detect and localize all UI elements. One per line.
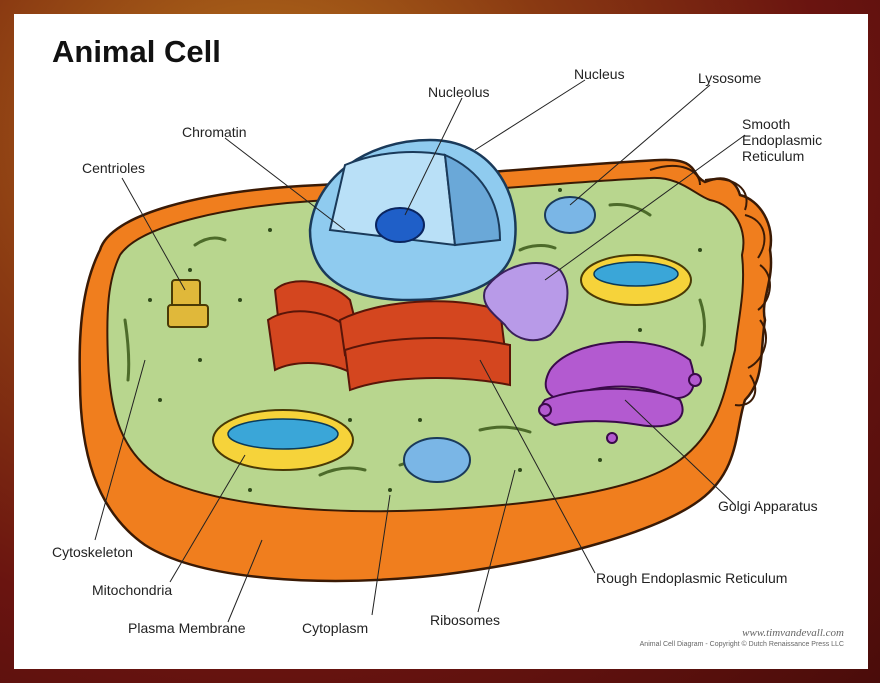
label-nucleolus: Nucleolus (428, 84, 489, 100)
label-plasma-membrane: Plasma Membrane (128, 620, 246, 636)
label-cytoplasm: Cytoplasm (302, 620, 368, 636)
label-ribosomes: Ribosomes (430, 612, 500, 628)
label-mitochondria: Mitochondria (92, 582, 172, 598)
diagram-frame: Animal Cell Nucleus Nucleolus Lysosome S… (14, 14, 868, 669)
credit-website: www.timvandevall.com (640, 627, 844, 639)
label-cytoskeleton: Cytoskeleton (52, 544, 133, 560)
lysosome-shape (545, 197, 595, 233)
label-centrioles: Centrioles (82, 160, 145, 176)
credit-copyright: Animal Cell Diagram - Copyright © Dutch … (640, 641, 844, 648)
credit-block: www.timvandevall.com Animal Cell Diagram… (640, 627, 844, 648)
nucleolus-shape (376, 208, 424, 242)
label-smooth-er: Smooth Endoplasmic Reticulum (742, 116, 822, 164)
label-lysosome: Lysosome (698, 70, 761, 86)
label-chromatin: Chromatin (182, 124, 247, 140)
label-golgi: Golgi Apparatus (718, 498, 818, 514)
label-nucleus: Nucleus (574, 66, 625, 82)
nucleus-shape (310, 140, 516, 300)
label-rough-er: Rough Endoplasmic Reticulum (596, 570, 787, 586)
page-title: Animal Cell (52, 34, 221, 70)
